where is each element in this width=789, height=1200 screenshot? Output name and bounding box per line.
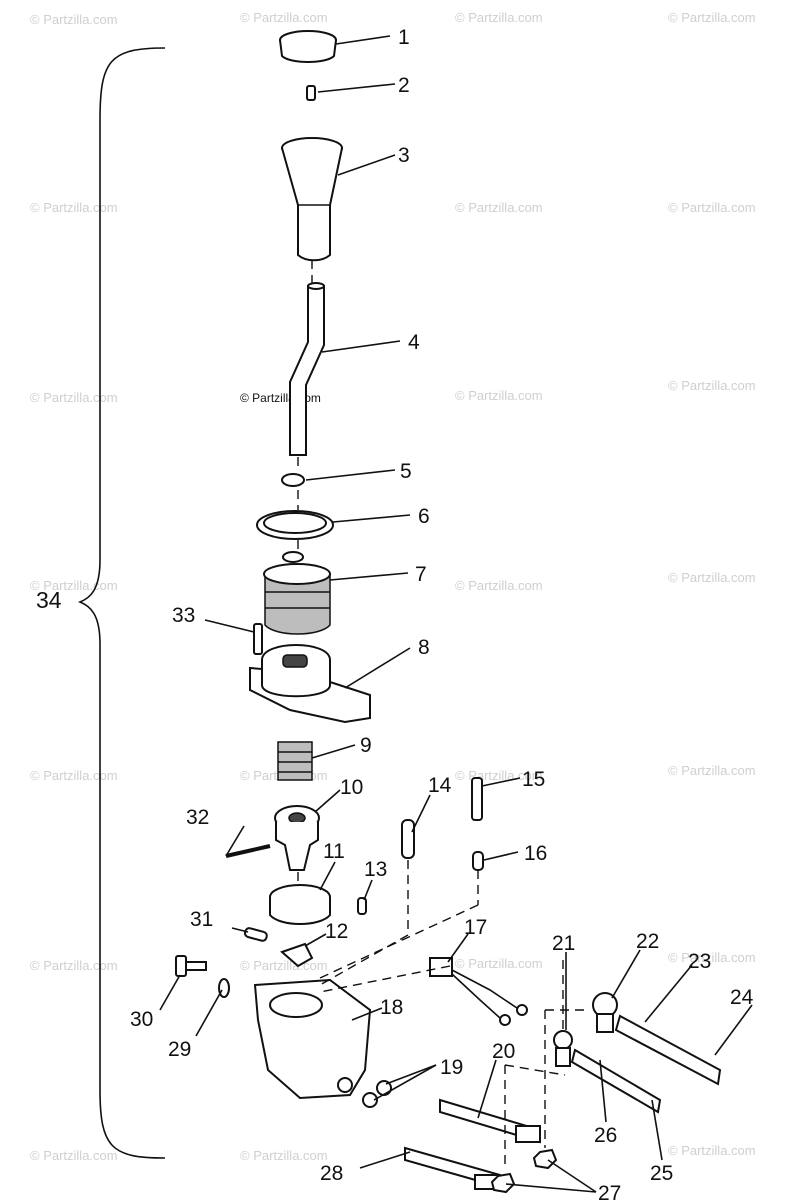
stud-15 bbox=[471, 777, 483, 821]
callout-3: 3 bbox=[398, 144, 410, 167]
detent-arm-12 bbox=[280, 942, 314, 968]
bellows bbox=[277, 741, 313, 781]
watermark: © Partzilla.com bbox=[30, 12, 118, 27]
watermark: © Partzilla.com bbox=[30, 768, 118, 783]
watermark: © Partzilla.com bbox=[240, 10, 328, 25]
callout-31: 31 bbox=[190, 908, 213, 931]
shift-rod-20 bbox=[439, 1098, 541, 1144]
cover-plate bbox=[249, 644, 371, 724]
callout-29: 29 bbox=[168, 1038, 191, 1061]
watermark: © Partzilla.com bbox=[455, 200, 543, 215]
watermark: © Partzilla.com bbox=[455, 956, 543, 971]
callout-19: 19 bbox=[440, 1056, 463, 1079]
callout-17: 17 bbox=[464, 916, 487, 939]
callout-32: 32 bbox=[186, 806, 209, 829]
watermark: © Partzilla.com bbox=[455, 10, 543, 25]
watermark: © Partzilla.com bbox=[240, 1148, 328, 1163]
shift-lever bbox=[289, 282, 325, 456]
callout-20: 20 bbox=[492, 1040, 515, 1063]
pin-31 bbox=[243, 927, 268, 942]
cable-25 bbox=[570, 1048, 662, 1114]
copyright-text: © Partzilla.com bbox=[240, 391, 321, 405]
watermark: © Partzilla.com bbox=[668, 378, 756, 393]
callout-6: 6 bbox=[418, 505, 430, 528]
callout-4: 4 bbox=[408, 331, 420, 354]
pivot-ball bbox=[274, 805, 320, 871]
callout-8: 8 bbox=[418, 636, 430, 659]
callout-30: 30 bbox=[130, 1008, 153, 1031]
callout-15: 15 bbox=[522, 768, 545, 791]
set-screw bbox=[306, 85, 316, 101]
switch-17 bbox=[429, 957, 528, 1026]
shift-rod-28 bbox=[404, 1146, 501, 1190]
callout-10: 10 bbox=[340, 776, 363, 799]
callout-27: 27 bbox=[598, 1182, 621, 1200]
watermark: © Partzilla.com bbox=[455, 388, 543, 403]
watermark: © Partzilla.com bbox=[30, 1148, 118, 1163]
shift-knob-cap bbox=[279, 30, 337, 63]
callout-24: 24 bbox=[730, 986, 754, 1009]
watermark: © Partzilla.com bbox=[668, 1143, 756, 1158]
o-rings-19 bbox=[362, 1080, 392, 1108]
watermark: © Partzilla.com bbox=[455, 578, 543, 593]
callout-1: 1 bbox=[398, 26, 410, 49]
roll-pin-32 bbox=[225, 844, 271, 858]
ball-joint-22 bbox=[592, 992, 618, 1033]
watermark: © Partzilla.com bbox=[30, 578, 118, 593]
shifter-housing bbox=[253, 978, 372, 1100]
callout-12: 12 bbox=[325, 920, 348, 943]
pin-14 bbox=[401, 819, 415, 859]
assembly-label: 34 bbox=[36, 587, 62, 613]
spring-13 bbox=[357, 897, 367, 915]
watermark: © Partzilla.com bbox=[668, 950, 756, 965]
watermark: © Partzilla.com bbox=[668, 10, 756, 25]
callout-13: 13 bbox=[364, 858, 387, 881]
shift-knob bbox=[281, 137, 343, 262]
callout-11: 11 bbox=[323, 840, 345, 863]
callout-18: 18 bbox=[380, 996, 403, 1019]
detent-collar bbox=[269, 884, 331, 925]
retaining-ring bbox=[256, 510, 334, 540]
assembly-brace bbox=[77, 47, 166, 1159]
spacer-16 bbox=[472, 851, 484, 871]
bolt-30 bbox=[175, 955, 207, 977]
callout-5: 5 bbox=[400, 460, 412, 483]
watermark: © Partzilla.com bbox=[30, 958, 118, 973]
o-ring-small bbox=[281, 473, 305, 487]
watermark: © Partzilla.com bbox=[668, 200, 756, 215]
callout-9: 9 bbox=[360, 734, 372, 757]
callout-22: 22 bbox=[636, 930, 659, 953]
callout-2: 2 bbox=[398, 74, 410, 97]
watermark: © Partzilla.com bbox=[30, 200, 118, 215]
nuts-27 bbox=[490, 1148, 558, 1194]
ball-joint-21 bbox=[553, 1030, 573, 1067]
watermark: © Partzilla.com bbox=[30, 390, 118, 405]
cable-24 bbox=[614, 1014, 722, 1086]
callout-25: 25 bbox=[650, 1162, 673, 1185]
callout-16: 16 bbox=[524, 842, 547, 865]
callout-33: 33 bbox=[172, 604, 195, 627]
callout-labels: 1 2 3 4 5 6 7 8 9 10 11 12 13 14 15 16 1… bbox=[130, 26, 754, 1200]
callout-14: 14 bbox=[428, 774, 452, 797]
callout-26: 26 bbox=[594, 1124, 617, 1147]
callout-28: 28 bbox=[320, 1162, 343, 1185]
watermark: © Partzilla.com bbox=[240, 958, 328, 973]
bolt-33 bbox=[253, 623, 263, 655]
assembly-guide-lines bbox=[297, 260, 590, 1170]
callout-23: 23 bbox=[688, 950, 711, 973]
leader-lines bbox=[159, 35, 753, 1193]
watermark: © Partzilla.com bbox=[668, 763, 756, 778]
washer-29 bbox=[218, 978, 230, 998]
callout-21: 21 bbox=[552, 932, 575, 955]
rubber-boot bbox=[263, 551, 331, 635]
watermark-layer: © Partzilla.com © Partzilla.com © Partzi… bbox=[30, 10, 756, 1163]
watermark: © Partzilla.com bbox=[668, 570, 756, 585]
callout-7: 7 bbox=[415, 563, 427, 586]
